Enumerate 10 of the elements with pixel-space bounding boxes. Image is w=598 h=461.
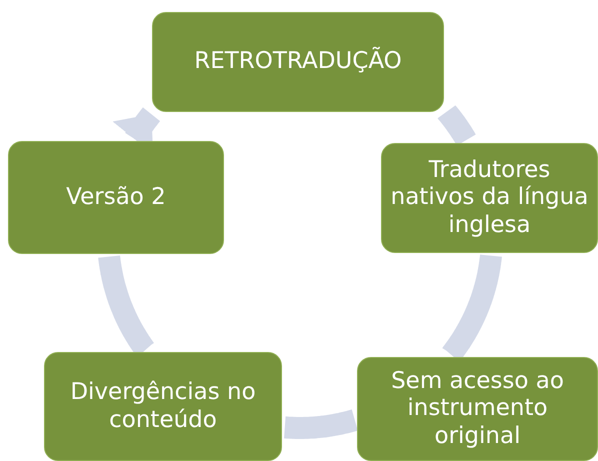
node-label: RETROTRADUÇÃO [194,48,402,76]
process-box [381,143,598,253]
node-label: Versão 2 [66,184,166,212]
process-box [152,12,444,112]
node-label: Tradutores nativos da língua inglesa [390,156,590,240]
process-box [44,352,282,461]
process-box [357,357,598,461]
node-label: Divergências no conteúdo [69,378,257,434]
node-label: Sem acesso ao instrumento original [390,368,565,450]
process-box [8,141,224,254]
